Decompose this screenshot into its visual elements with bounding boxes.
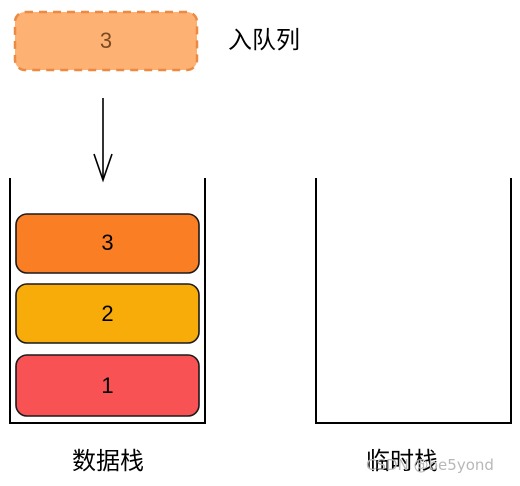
data-stack-item-value: 2 xyxy=(101,301,114,326)
enqueue-value: 3 xyxy=(99,28,113,53)
temp-stack-container xyxy=(315,178,512,424)
enqueue-box xyxy=(13,10,199,72)
enqueue-label: 入队列 xyxy=(228,26,300,54)
watermark: CSDN @be5yond xyxy=(366,456,494,474)
data-stack-label: 数据栈 xyxy=(72,447,144,475)
data-stack-item xyxy=(15,213,200,274)
data-stack-item-value: 3 xyxy=(101,230,114,255)
data-stack-item xyxy=(15,354,200,417)
down-arrow-icon xyxy=(93,98,113,183)
temp-stack-label: 临时栈 xyxy=(366,447,438,475)
data-stack-item xyxy=(15,283,200,344)
data-stack-container xyxy=(9,178,206,424)
data-stack-item-value: 1 xyxy=(101,373,114,398)
